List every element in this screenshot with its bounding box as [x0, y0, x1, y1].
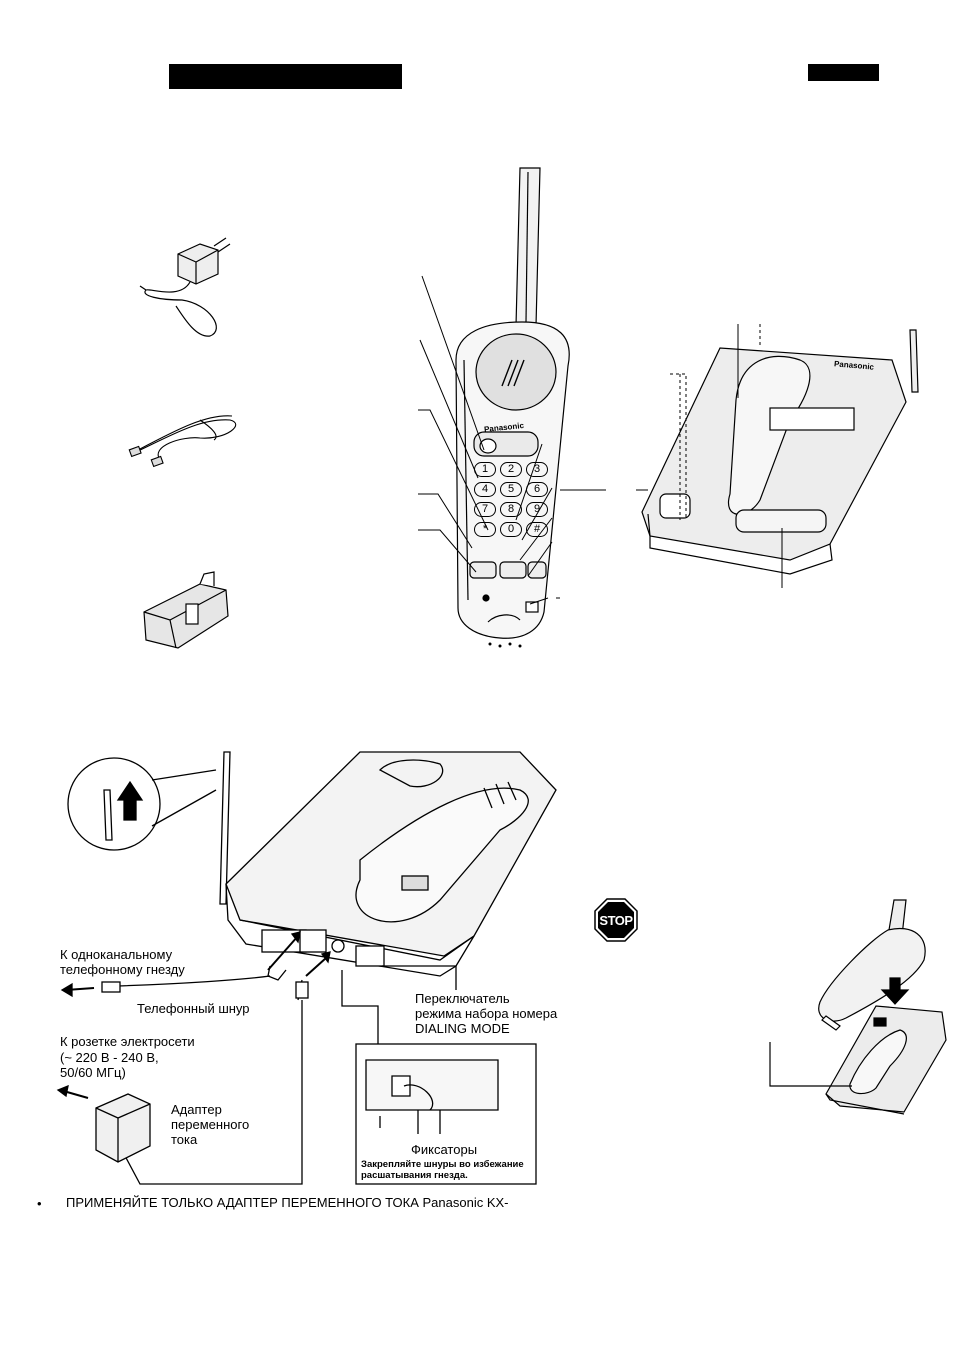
- footer-note: ПРИМЕНЯЙТЕ ТОЛЬКО АДАПТЕР ПЕРЕМЕННОГО ТО…: [66, 1195, 509, 1210]
- key-6[interactable]: 6: [526, 482, 548, 497]
- key-hash[interactable]: #: [526, 522, 548, 537]
- phone-cord-label: Телефонный шнур: [137, 1001, 250, 1016]
- jack-label-line2: телефонному гнезду: [60, 962, 185, 977]
- clips-title: Фиксаторы: [411, 1142, 478, 1157]
- key-5[interactable]: 5: [500, 482, 522, 497]
- adapter-label-line3: тока: [171, 1132, 198, 1147]
- key-4[interactable]: 4: [474, 482, 496, 497]
- clips-note-line2: расшатывания гнезда.: [361, 1170, 468, 1181]
- header-bar-right: [808, 64, 879, 81]
- adapter-label-line2: переменного: [171, 1117, 250, 1132]
- footer-bullet: •: [37, 1196, 42, 1211]
- key-3[interactable]: 3: [526, 462, 548, 477]
- jack-label-line1: К одноканальному: [60, 947, 173, 962]
- switch-label-line1: Переключатель: [415, 991, 510, 1006]
- handset-brand: Panasonic: [483, 420, 525, 435]
- stop-octagon-icon: [594, 898, 638, 942]
- stop-sign-text: STOP: [599, 912, 633, 928]
- key-2[interactable]: 2: [500, 462, 522, 477]
- stop-sign: STOP: [594, 898, 638, 942]
- clips-note-line1: Закрепляйте шнуры во избежание: [361, 1159, 524, 1170]
- key-1[interactable]: 1: [474, 462, 496, 477]
- key-0[interactable]: 0: [500, 522, 522, 537]
- switch-label-line2: режима набора номера: [415, 1006, 558, 1021]
- key-7[interactable]: 7: [474, 502, 496, 517]
- switch-label-line3: DIALING MODE: [415, 1021, 510, 1036]
- outlet-label-line3: 50/60 МГц): [60, 1065, 126, 1080]
- adapter-label-line1: Адаптер: [171, 1102, 222, 1117]
- base-brand: Panasonic: [833, 359, 875, 372]
- key-9[interactable]: 9: [526, 502, 548, 517]
- key-star[interactable]: *: [474, 522, 496, 537]
- key-8[interactable]: 8: [500, 502, 522, 517]
- header-bar-left: [169, 64, 402, 89]
- outlet-label-line2: (~ 220 В - 240 В,: [60, 1050, 159, 1065]
- outlet-label-line1: К розетке электросети: [60, 1034, 195, 1049]
- handset-keypad: 1 2 3 4 5 6 7 8 9 * 0 #: [474, 462, 552, 537]
